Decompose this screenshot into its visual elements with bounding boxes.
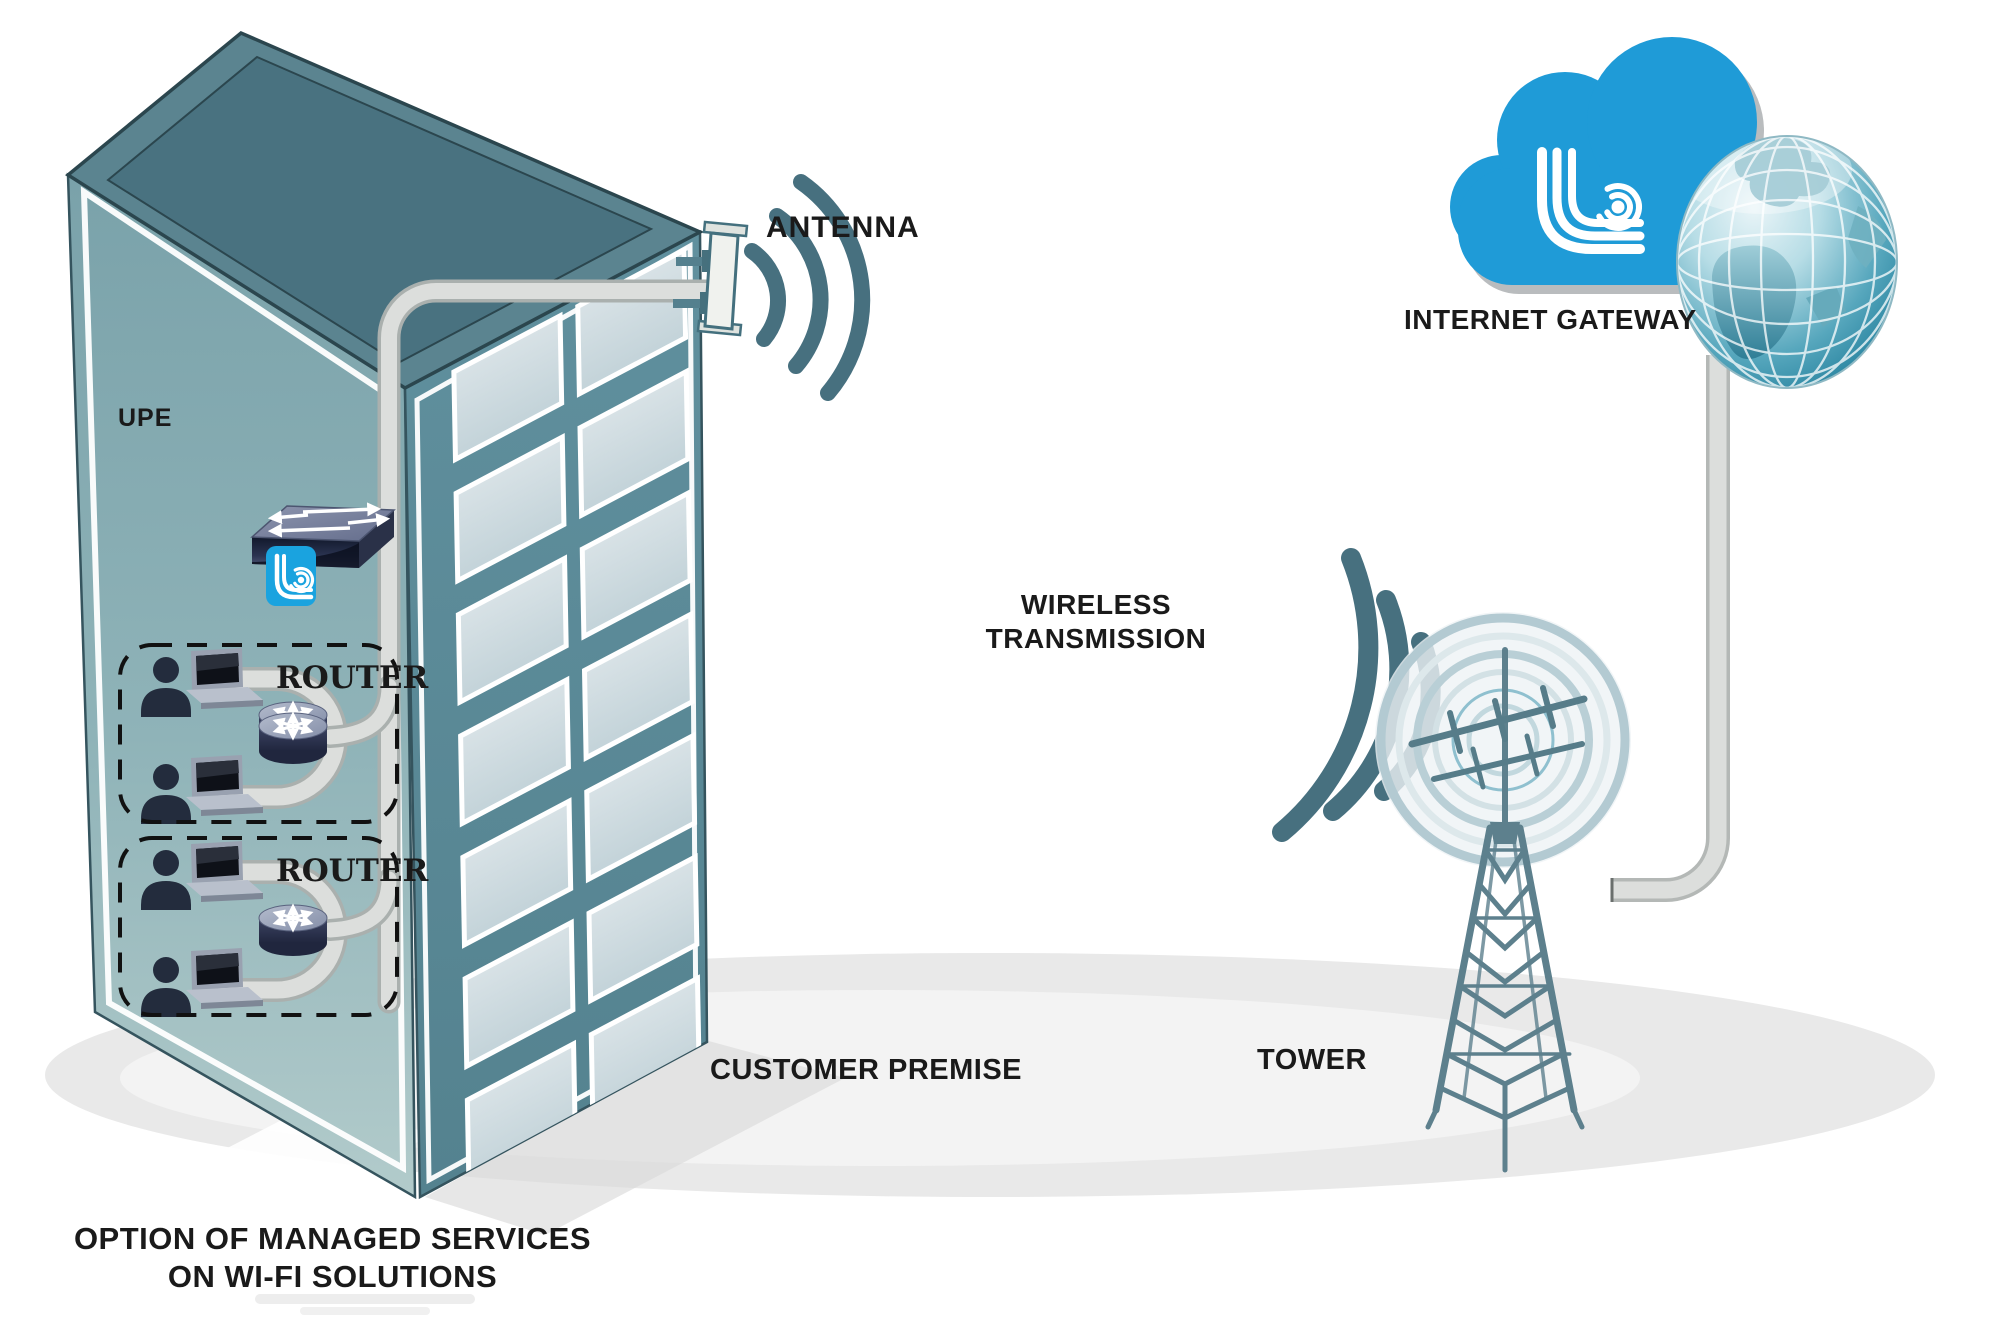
router-group-boxes <box>118 643 399 1017</box>
yagi-antenna-icon <box>1408 685 1588 790</box>
router-label-2: ROUTER <box>276 853 429 889</box>
router-label-1: ROUTER <box>276 660 429 696</box>
office-building-icon <box>65 30 709 1200</box>
antenna-label: ANTENNA <box>766 211 920 244</box>
brand-b-logo-icon <box>266 546 316 606</box>
upe-label: UPE <box>118 404 173 432</box>
caption-label: OPTION OF MANAGED SERVICES ON WI-FI SOLU… <box>55 1220 610 1296</box>
lan-cables <box>212 667 400 1002</box>
wireless-line2: TRANSMISSION <box>985 623 1207 654</box>
tower-label: TOWER <box>1257 1044 1367 1076</box>
internet-gateway-label: INTERNET GATEWAY <box>1404 304 1697 335</box>
brand-b-logo-icon <box>1537 147 1645 254</box>
wifi-waves-icon <box>744 174 871 401</box>
antenna-cable <box>377 279 723 1014</box>
cloud-icon <box>1450 37 1783 294</box>
customer-premise-label: CUSTOMER PREMISE <box>710 1054 1023 1086</box>
gateway-cable <box>1610 355 1730 902</box>
wireless-transmission-label: WIRELESS TRANSMISSION <box>946 588 1246 656</box>
building-windows <box>454 250 699 1187</box>
caption-line1: OPTION OF MANAGED SERVICES <box>73 1221 592 1256</box>
caption-line2: ON WI-FI SOLUTIONS <box>167 1259 498 1294</box>
wireless-line1: WIRELESS <box>1020 589 1172 620</box>
globe-icon <box>1676 135 1898 389</box>
person-laptop-icon <box>141 648 263 717</box>
lattice-tower-icon <box>1408 647 1588 1173</box>
panel-antenna-icon <box>673 220 749 337</box>
